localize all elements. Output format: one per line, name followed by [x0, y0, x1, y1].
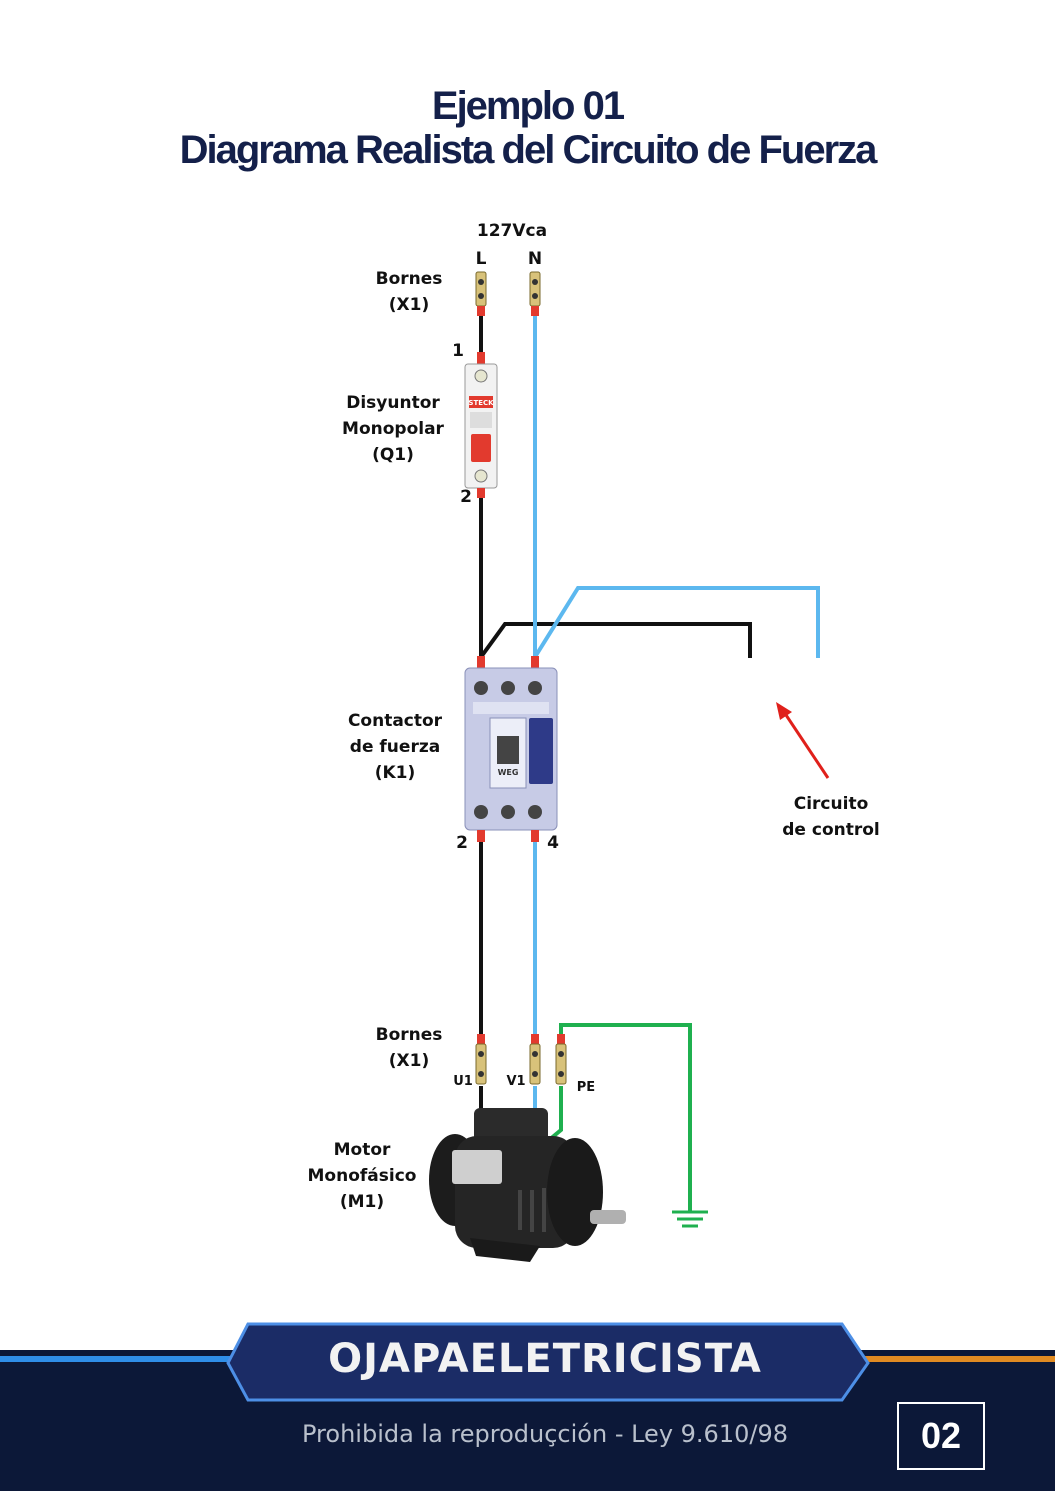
page-number: 02	[897, 1402, 985, 1470]
breaker-brand: STECK	[468, 399, 494, 407]
circuit-diagram: STECK WEG	[429, 271, 830, 1262]
terminal-pe-icon	[555, 1034, 567, 1085]
terminal-u1-label: U1	[453, 1074, 473, 1089]
terminal-u1-icon	[475, 1034, 487, 1085]
bornes-top-label: Bornes (X1)	[375, 269, 443, 315]
contactor-label: Contactor de fuerza (K1)	[347, 711, 443, 783]
motor-label: Motor Monofásico (M1)	[307, 1140, 417, 1212]
control-line-wire	[479, 622, 752, 659]
terminal-l-top-icon	[475, 271, 487, 316]
supply-line-label: L	[475, 249, 487, 269]
ground-symbol-icon	[672, 1210, 708, 1228]
breaker-label: Disyuntor Monopolar (Q1)	[342, 393, 444, 465]
ground-wire-motor	[547, 1086, 563, 1142]
contactor-terminal-n: 4	[547, 833, 559, 853]
terminal-n-top-icon	[529, 271, 541, 316]
terminal-v1-label: V1	[506, 1074, 526, 1089]
page-title-line1: Ejemplo 01	[431, 84, 625, 128]
control-circuit-label: Circuito de control	[782, 794, 880, 840]
contactor-k1-icon: WEG	[464, 656, 558, 842]
control-neutral-wire	[533, 586, 820, 659]
brand-name: OJAPAELETRICISTA	[328, 1336, 762, 1382]
terminal-pe-label: PE	[576, 1080, 596, 1095]
breaker-terminal-in: 1	[452, 341, 464, 361]
supply-voltage: 127Vca	[476, 221, 548, 241]
ground-wire	[559, 1023, 692, 1212]
contactor-brand: WEG	[498, 768, 519, 777]
control-circuit-arrow-icon	[776, 702, 830, 779]
copyright-notice: Prohibida la reproduçción - Ley 9.610/98	[302, 1420, 788, 1448]
breaker-terminal-out: 2	[460, 487, 472, 507]
contactor-terminal-l: 2	[456, 833, 468, 853]
bornes-bottom-label: Bornes (X1)	[375, 1025, 443, 1071]
supply-neutral-label: N	[527, 249, 543, 269]
terminal-v1-icon	[529, 1034, 541, 1085]
page-title-line2: Diagrama Realista del Circuito de Fuerza	[179, 128, 878, 172]
footer-banner	[0, 1322, 1055, 1491]
motor-m1-icon	[429, 1108, 626, 1262]
breaker-q1-icon: STECK	[464, 352, 498, 498]
